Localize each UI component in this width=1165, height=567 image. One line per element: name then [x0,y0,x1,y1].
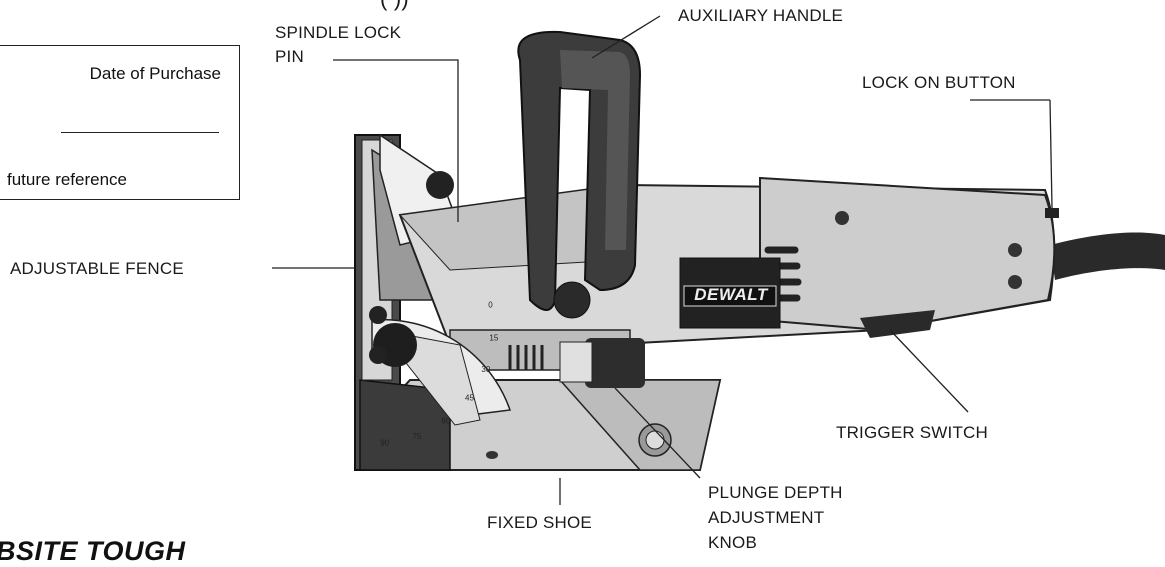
purchase-info-box: Date of Purchase future reference [0,45,240,200]
angle-scale-mark: 45 [465,394,474,403]
plunge-depth-knob [585,338,645,388]
angle-scale-mark: 90 [380,439,389,448]
angle-scale-mark: 30 [481,365,490,374]
trigger [860,310,935,338]
label-plunge-line3: KNOB [708,533,757,552]
angle-scale-mark: 75 [412,432,421,441]
label-spindle-lock-line1: SPINDLE LOCK [275,23,402,42]
future-reference-note: future reference [7,170,128,189]
date-of-purchase-label: Date of Purchase [89,64,221,83]
rear-grip [759,176,1056,332]
label-adjustable-fence: ADJUSTABLE FENCE [10,259,184,278]
handle-pivot-screw [553,281,591,319]
label-fixed-shoe: FIXED SHOE [487,513,592,532]
angle-scale-mark: 15 [489,333,498,342]
angle-scale-mark: 60 [441,417,450,426]
brand-logo-text: DEWALT [694,285,768,304]
label-lock-on-button: LOCK ON BUTTON [862,73,1016,92]
date-underline [61,132,219,133]
slogan-fragment: BSITE TOUGH [0,536,186,566]
angle-scale-mark: 0 [488,301,493,310]
header-fragment: ( )) [380,0,409,10]
label-trigger-switch: TRIGGER SWITCH [836,423,989,442]
lock-on-button-shape [1045,208,1059,218]
power-cord [1050,232,1165,280]
label-plunge-line1: PLUNGE DEPTH [708,483,843,502]
fence-knob [426,171,454,199]
label-plunge-line2: ADJUSTMENT [708,508,825,527]
label-auxiliary-handle: AUXILIARY HANDLE [678,6,844,25]
label-spindle-lock-line2: PIN [275,47,304,66]
